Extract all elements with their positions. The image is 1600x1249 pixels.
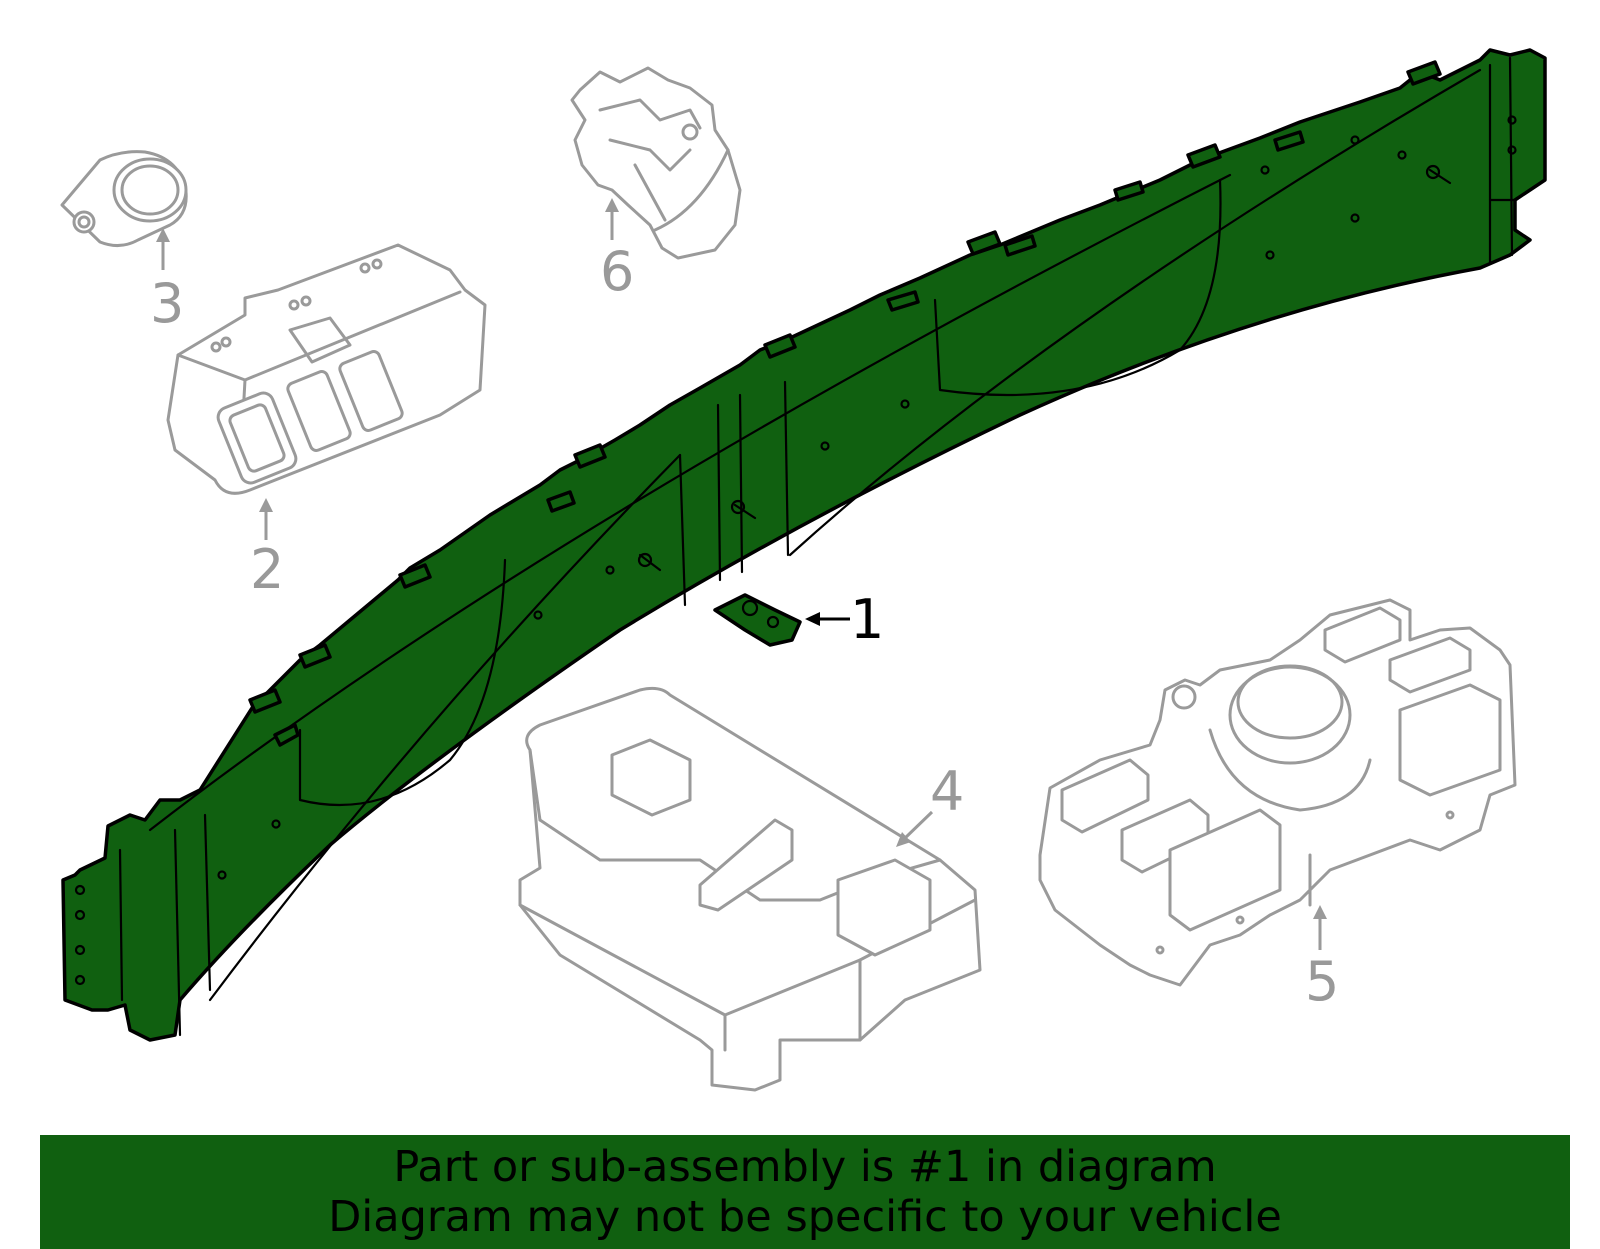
part-5-panel bbox=[1038, 598, 1517, 987]
part-6-actuator bbox=[570, 66, 742, 260]
callout-4: 4 bbox=[930, 760, 964, 823]
banner-line-part: Part or sub-assembly is #1 in diagram bbox=[393, 1142, 1217, 1192]
callout-arrows bbox=[156, 198, 1327, 950]
part-1-beam bbox=[61, 48, 1547, 1042]
part-4-module bbox=[518, 686, 982, 1092]
callout-3: 3 bbox=[150, 272, 184, 335]
info-banner: Part or sub-assembly is #1 in diagram Di… bbox=[40, 1135, 1570, 1249]
callout-2: 2 bbox=[250, 538, 284, 601]
callout-6: 6 bbox=[600, 240, 634, 303]
callout-5: 5 bbox=[1305, 950, 1339, 1013]
callout-1: 1 bbox=[850, 588, 884, 651]
part-2-switch bbox=[166, 243, 487, 495]
part-3-sensor bbox=[60, 150, 188, 247]
banner-line-disclaimer: Diagram may not be specific to your vehi… bbox=[328, 1192, 1282, 1242]
